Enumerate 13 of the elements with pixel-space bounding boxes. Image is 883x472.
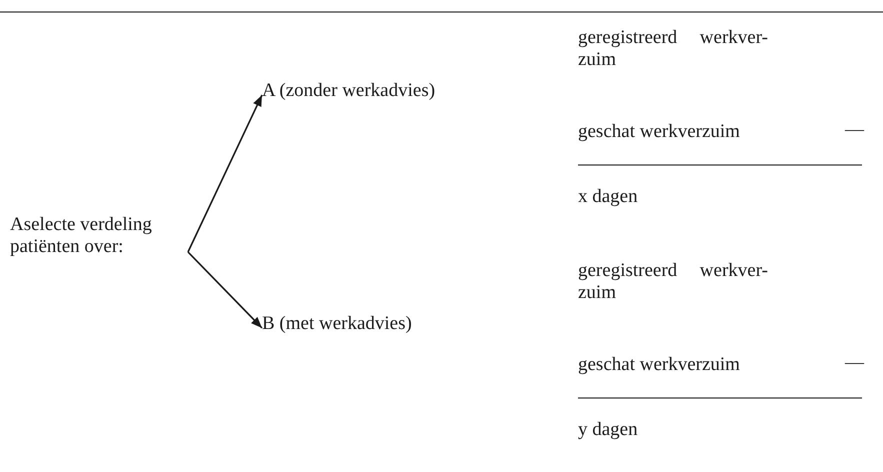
note-text: geregistreerd werkver- zuim bbox=[578, 27, 768, 71]
note-text: geschat werkverzuim bbox=[578, 354, 740, 376]
minus-sign: — bbox=[845, 352, 864, 374]
arrow bbox=[187, 251, 263, 329]
result-text: x dagen bbox=[578, 186, 638, 208]
note-text: geregistreerd werkver- zuim bbox=[578, 260, 768, 304]
result-text: y dagen bbox=[578, 419, 638, 441]
note-text: geschat werkverzuim bbox=[578, 121, 740, 143]
node-text: Aselecte verdeling patiënten over: bbox=[10, 214, 190, 258]
minus-sign: — bbox=[845, 119, 864, 141]
node-text: A (zonder werkadvies) bbox=[262, 80, 492, 102]
arrow bbox=[187, 94, 263, 252]
node-text: B (met werkadvies) bbox=[262, 313, 462, 335]
